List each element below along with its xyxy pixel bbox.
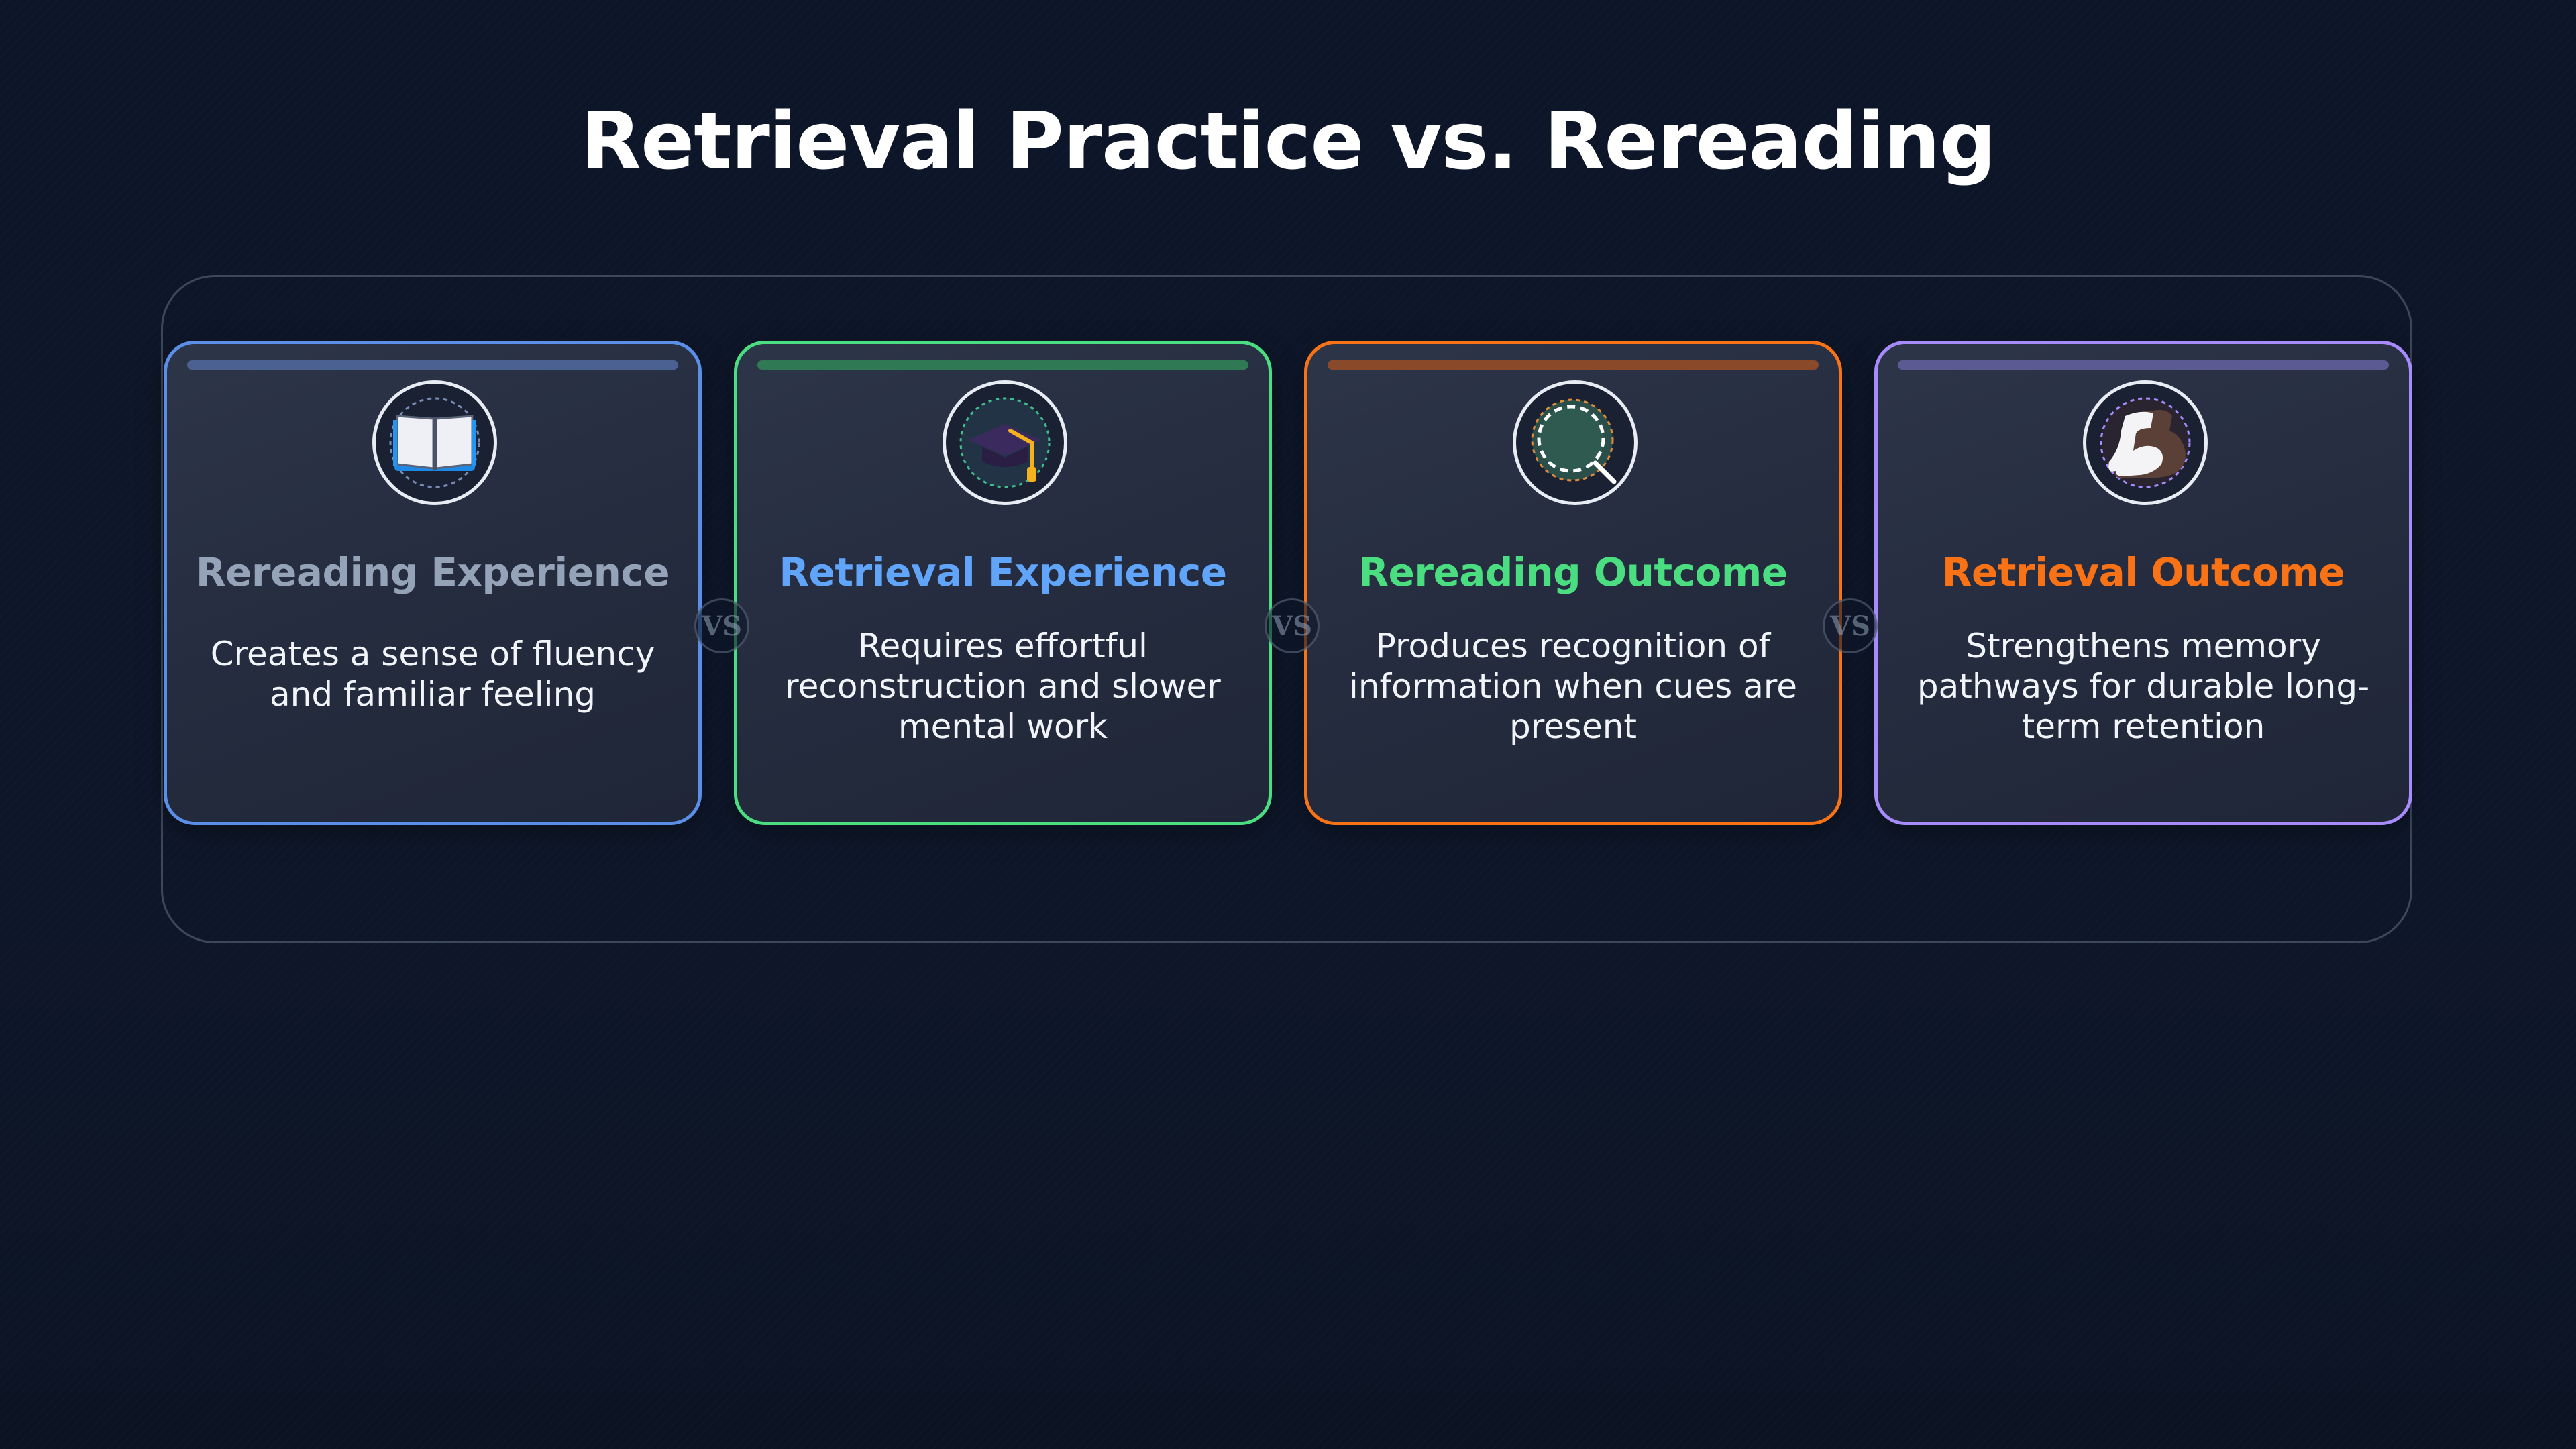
- card-title: Rereading Experience: [195, 549, 670, 595]
- card-accent-bar: [1898, 360, 2389, 370]
- card-icon-badge: [2083, 380, 2208, 505]
- card-description: Strengthens memory pathways for durable …: [1917, 627, 2370, 746]
- card-icon-badge: [372, 380, 497, 505]
- card-rereading-outcome: Rereading Outcome Produces recognition o…: [1304, 341, 1842, 825]
- page-title: Retrieval Practice vs. Rereading: [580, 95, 1996, 187]
- card-description: Requires effortful reconstruction and sl…: [785, 627, 1221, 746]
- card-description: Creates a sense of fluency and familiar …: [210, 635, 655, 714]
- card-icon-badge: [943, 380, 1067, 505]
- vs-separator: VS: [1823, 598, 1878, 653]
- vs-separator: VS: [694, 598, 749, 653]
- open-book-icon: [389, 397, 480, 488]
- graduation-cap-icon: [959, 397, 1051, 488]
- card-accent-bar: [757, 360, 1248, 370]
- vs-separator: VS: [1265, 598, 1320, 653]
- card-description: Produces recognition of information when…: [1348, 627, 1798, 746]
- card-title: Retrieval Experience: [779, 549, 1227, 595]
- flexed-bicep-icon: [2100, 397, 2191, 488]
- card-rereading-experience: Rereading Experience Creates a sense of …: [164, 341, 702, 825]
- card-title: Retrieval Outcome: [1941, 549, 2345, 595]
- card-title: Rereading Outcome: [1358, 549, 1788, 595]
- card-accent-bar: [1328, 360, 1819, 370]
- card-icon-badge: [1513, 380, 1638, 505]
- card-retrieval-experience: Retrieval Experience Requires effortful …: [734, 341, 1272, 825]
- card-accent-bar: [187, 360, 678, 370]
- magnifying-glass-icon: [1531, 398, 1617, 484]
- card-retrieval-outcome: Retrieval Outcome Strengthens memory pat…: [1874, 341, 2412, 825]
